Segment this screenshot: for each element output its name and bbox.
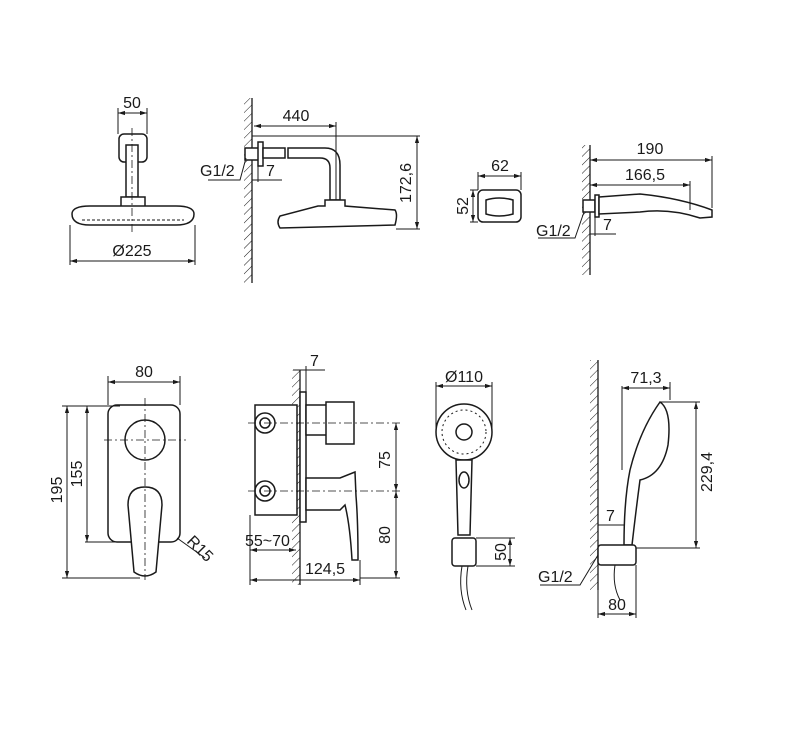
hand-shower-side-view: 71,3 229,4 7 G1/2 80: [538, 360, 716, 618]
dim-total-height: 195: [49, 477, 66, 504]
dim-flange: 7: [266, 163, 275, 180]
mixer-side-view: 7 75 80 55~70 124,5: [245, 353, 400, 585]
dim-height: 52: [455, 197, 472, 215]
dim-plate: 7: [310, 353, 319, 370]
dim-thread: G1/2: [200, 163, 235, 180]
dim-holder-height: 50: [493, 543, 510, 561]
spout-front-view: 62 52: [455, 158, 522, 223]
dim-radius: R15: [183, 533, 216, 566]
dim-width: 50: [123, 95, 141, 112]
dim-flange: 7: [603, 217, 612, 234]
dim-upper-spacing: 75: [377, 451, 394, 469]
dim-width: 80: [135, 364, 153, 381]
dim-lower-spacing: 80: [377, 526, 394, 544]
dim-diameter: Ø110: [445, 369, 483, 386]
dim-projection: 124,5: [305, 561, 345, 578]
dim-height: 229,4: [699, 452, 716, 492]
shower-head-front-view: 50 Ø225: [69, 95, 196, 265]
dim-flange: 7: [606, 508, 615, 525]
dim-arm-length: 440: [283, 108, 310, 125]
shower-head-side-view: 440 172,6 G1/2 7: [200, 98, 420, 283]
spout-side-view: 190 166,5 G1/2 7: [536, 141, 713, 275]
dim-reach: 166,5: [625, 167, 665, 184]
dim-thread: G1/2: [538, 569, 573, 586]
dim-projection: 71,3: [630, 370, 661, 387]
dim-plate-height: 155: [69, 461, 86, 488]
mixer-front-view: 80 195 155 R15: [49, 364, 216, 580]
dim-height: 172,6: [398, 163, 415, 203]
dim-depth-range: 55~70: [245, 533, 290, 550]
dim-total-length: 190: [637, 141, 664, 158]
hand-shower-front-view: Ø110 50: [435, 369, 515, 611]
dim-thread: G1/2: [536, 223, 571, 240]
dim-holder-width: 80: [608, 597, 626, 614]
dim-width: 62: [491, 158, 509, 175]
dim-diameter: Ø225: [112, 243, 151, 260]
